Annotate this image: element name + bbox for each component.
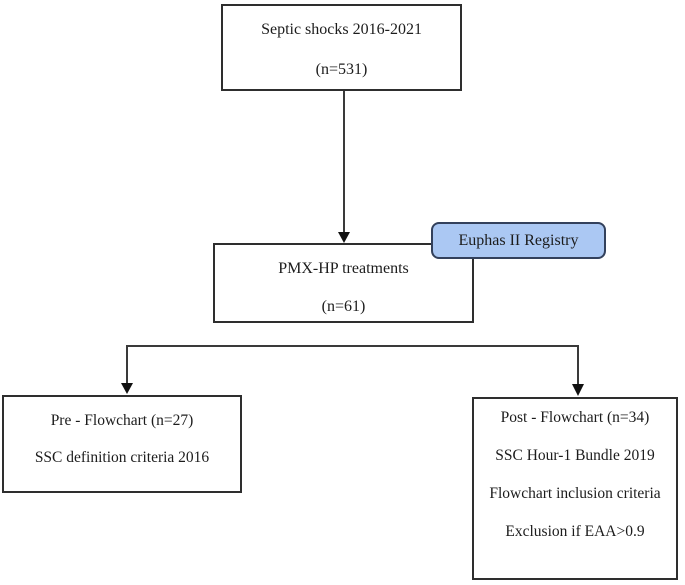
node-post-flowchart: Post - Flowchart (n=34) SSC Hour-1 Bundl… [472,397,678,580]
node-text-line: SSC Hour-1 Bundle 2019 [495,447,655,464]
arrowhead-down-icon [121,383,133,394]
node-text-line: Septic shocks 2016-2021 [261,21,422,38]
node-pre-flowchart: Pre - Flowchart (n=27) SSC definition cr… [2,395,242,493]
connector-branch [126,345,579,388]
node-septic-shocks: Septic shocks 2016-2021 (n=531) [221,4,462,91]
arrowhead-down-icon [572,384,584,396]
callout-euphas-registry: Euphas II Registry [431,222,606,259]
node-text-line: Flowchart inclusion criteria [489,485,661,502]
arrowhead-down-icon [338,232,350,243]
node-text-line: Exclusion if EAA>0.9 [505,523,645,540]
node-count-label: (n=61) [321,298,366,315]
node-text-line: SSC definition criteria 2016 [34,449,210,466]
node-text-line: Post - Flowchart (n=34) [500,409,650,426]
callout-label: Euphas II Registry [458,232,579,249]
node-pmx-hp-treatments: PMX-HP treatments (n=61) [213,243,474,323]
node-count-label: (n=531) [315,61,368,78]
node-text-line: Pre - Flowchart (n=27) [50,412,194,429]
node-text-line: PMX-HP treatments [278,260,409,277]
